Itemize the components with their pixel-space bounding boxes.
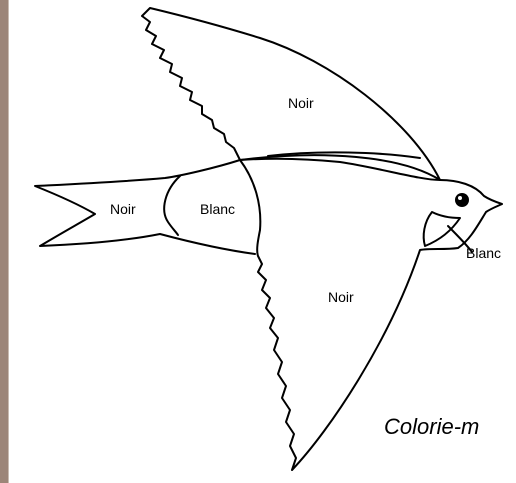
tail-outline: [34, 159, 256, 255]
eye-icon: [455, 193, 469, 207]
body-outline: [239, 157, 503, 471]
upper-wing-outline: [141, 7, 441, 181]
lower-wing-label: Noir: [328, 289, 354, 305]
tail-label: Noir: [110, 201, 136, 217]
throat-label: Blanc: [466, 245, 502, 261]
page-left-border-edge: [8, 0, 9, 483]
coloring-instruction-caption: Colorie-m: [384, 414, 480, 439]
rump-boundary: [163, 175, 181, 236]
page-left-border: [0, 0, 8, 483]
wing-fold-line: [267, 151, 421, 159]
throat-pointer-line: [447, 225, 473, 253]
upper-wing-label: Noir: [288, 95, 314, 111]
throat-outline: [422, 211, 461, 247]
rump-label: Blanc: [200, 201, 236, 217]
